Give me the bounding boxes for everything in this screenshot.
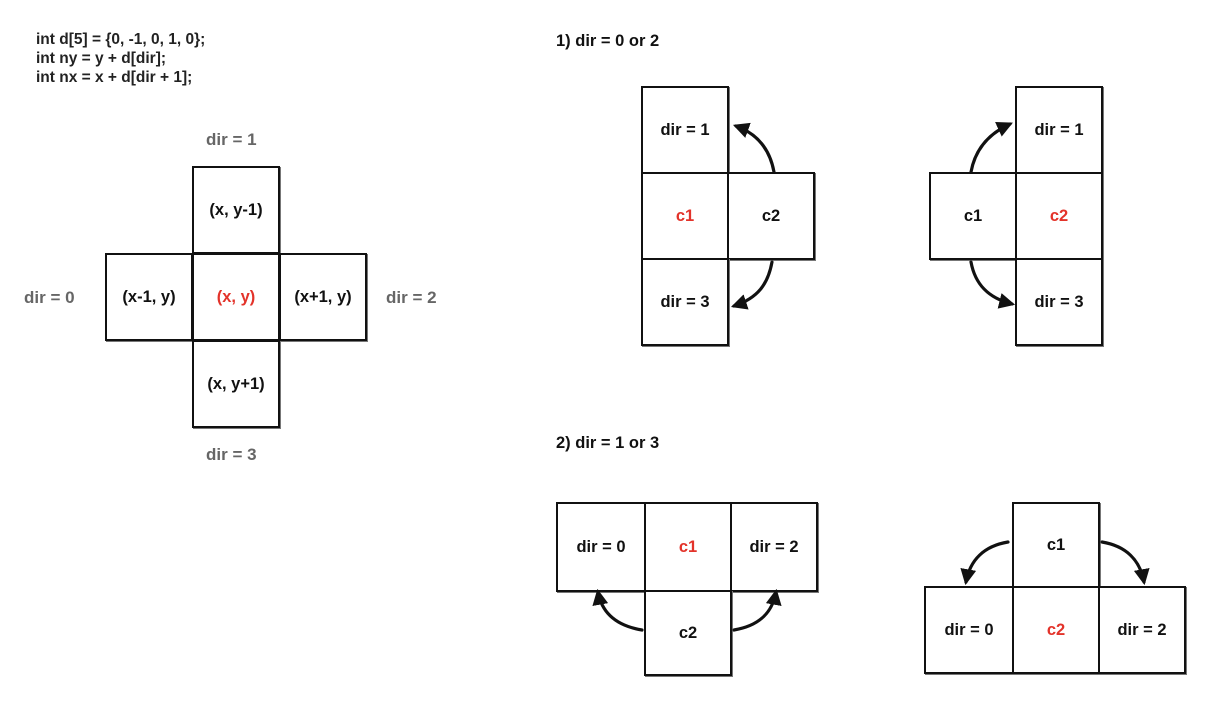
case1a-cell-dir-1: dir = 1 xyxy=(641,86,729,174)
code-line-2: int ny = y + d[dir]; xyxy=(36,50,167,67)
case1b-cell-dir-1: dir = 1 xyxy=(1015,86,1103,174)
case2a-arrow-right xyxy=(732,588,782,632)
cross-label-dir-0: dir = 0 xyxy=(24,288,75,307)
case1a-cell-c1: c1 xyxy=(641,172,729,260)
case2b-cell-c1: c1 xyxy=(1012,502,1100,588)
case1a-arrow-down xyxy=(730,260,774,310)
cross-cell-left: (x-1, y) xyxy=(105,253,193,341)
case2b-arrow-left xyxy=(960,540,1010,586)
case2b-cell-dir-0: dir = 0 xyxy=(924,586,1014,674)
cross-cell-top: (x, y-1) xyxy=(192,166,280,254)
case1-heading: 1) dir = 0 or 2 xyxy=(556,32,660,50)
case2b-arrow-right xyxy=(1100,540,1150,586)
code-snippet: int d[5] = {0, -1, 0, 1, 0}; int ny = y … xyxy=(36,30,205,87)
cross-label-dir-2: dir = 2 xyxy=(386,288,437,307)
case1b-cell-c2: c2 xyxy=(1015,172,1103,260)
cross-cell-right: (x+1, y) xyxy=(279,253,367,341)
case1b-cell-c1: c1 xyxy=(929,172,1017,260)
case2-heading: 2) dir = 1 or 3 xyxy=(556,434,660,452)
cross-label-dir-1: dir = 1 xyxy=(206,130,257,149)
case1a-cell-c2: c2 xyxy=(727,172,815,260)
case1a-cell-dir-3: dir = 3 xyxy=(641,258,729,346)
case2a-cell-c1: c1 xyxy=(644,502,732,592)
code-line-3: int nx = x + d[dir + 1]; xyxy=(36,69,193,86)
case1b-cell-dir-3: dir = 3 xyxy=(1015,258,1103,346)
case2a-cell-dir-0: dir = 0 xyxy=(556,502,646,592)
case1a-arrow-up xyxy=(732,122,776,174)
cross-cell-bottom: (x, y+1) xyxy=(192,340,280,428)
case2a-arrow-left xyxy=(592,588,644,632)
case2b-cell-c2: c2 xyxy=(1012,586,1100,674)
case1b-arrow-up xyxy=(969,122,1013,174)
cross-cell-center: (x, y) xyxy=(192,253,280,341)
case1b-arrow-down xyxy=(969,260,1016,309)
case2a-cell-c2: c2 xyxy=(644,590,732,676)
case2a-cell-dir-2: dir = 2 xyxy=(730,502,818,592)
code-line-1: int d[5] = {0, -1, 0, 1, 0}; xyxy=(36,31,206,48)
cross-label-dir-3: dir = 3 xyxy=(206,445,257,464)
case2b-cell-dir-2: dir = 2 xyxy=(1098,586,1186,674)
